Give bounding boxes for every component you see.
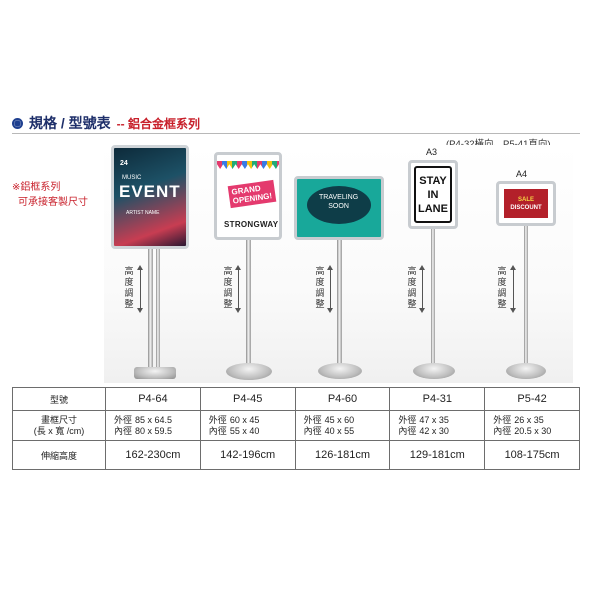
poster-text: 24: [120, 160, 128, 167]
poster-sign: SALE DISCOUNT: [504, 189, 548, 218]
paper-size-label: A3: [426, 147, 438, 157]
model-cell: P5-42: [484, 387, 580, 411]
height-range-cell: 108-175cm: [484, 440, 580, 470]
stand-pole: [431, 229, 435, 369]
poster-text: LANE: [418, 202, 448, 215]
poster-frame-p5-42: SALE DISCOUNT: [496, 181, 556, 226]
header-divider: [12, 133, 580, 134]
model-cell: P4-60: [294, 387, 391, 411]
model-cell: P4-31: [389, 387, 486, 411]
spec-table: 型號 P4-64 P4-45 P4-60 P4-31 P5-42 畫框尺寸 (長…: [12, 387, 580, 470]
height-arrow-icon: [235, 265, 241, 313]
height-range-cell: 126-181cm: [294, 440, 391, 470]
poster-shape: [307, 186, 371, 224]
stand-p5-42: A4 SALE DISCOUNT 高度調整: [482, 145, 573, 383]
height-range-cell: 142-196cm: [199, 440, 296, 470]
row-header-height: 伸縮高度: [12, 440, 106, 470]
height-arrow-icon: [327, 265, 333, 313]
stand-pole: [148, 249, 153, 369]
stand-pole: [524, 226, 528, 369]
stand-p4-64: 24 MUSIC EVENT ARTIST NAME 高度調整: [104, 145, 204, 383]
stand-base: [226, 363, 272, 380]
stand-base: [134, 367, 176, 379]
poster-text: SALE: [517, 196, 534, 203]
height-range-cell: 162-230cm: [105, 440, 201, 470]
poster-text: STRONGWAY: [224, 220, 279, 229]
orientation-note: (P4-32橫向、P5-41直向): [446, 136, 551, 150]
height-adjust-label: 高度調整: [124, 266, 134, 309]
custom-size-note: ※鋁框系列 可承接客製尺寸: [12, 180, 88, 210]
table-row-height: 伸縮高度 162-230cm 142-196cm 126-181cm 129-1…: [12, 440, 580, 470]
stand-pole: [156, 249, 160, 369]
poster-text: STAY: [419, 174, 447, 187]
height-arrow-icon: [137, 265, 143, 313]
table-row-model: 型號 P4-64 P4-45 P4-60 P4-31 P5-42: [12, 387, 580, 411]
poster-text: EVENT: [119, 182, 181, 201]
custom-size-note-line-2: 可承接客製尺寸: [18, 197, 88, 208]
paper-size-label: A4: [516, 169, 528, 179]
bunting-icon: [217, 161, 279, 169]
row-header-model: 型號: [12, 387, 106, 411]
height-adjust-label: 高度調整: [407, 266, 417, 309]
row-header-frame-size: 畫框尺寸 (長 x 寬 /cm): [12, 410, 106, 441]
custom-size-note-line-1: ※鋁框系列: [12, 182, 61, 193]
stand-base: [318, 363, 362, 379]
section-subtitle: -- 鋁合金框系列: [116, 116, 200, 131]
poster-frame-p4-31: STAY IN LANE: [408, 160, 458, 229]
section-header: 規格 / 型號表 -- 鋁合金框系列: [12, 113, 200, 133]
poster-text: DISCOUNT: [510, 204, 542, 211]
poster-frame-p4-64: 24 MUSIC EVENT ARTIST NAME: [111, 145, 189, 249]
height-arrow-icon: [510, 265, 516, 313]
poster-text: ARTIST NAME: [126, 210, 160, 216]
height-range-cell: 129-181cm: [389, 440, 486, 470]
section-title: 規格 / 型號表: [29, 115, 111, 131]
poster-sign: STAY IN LANE: [414, 166, 452, 223]
stand-pole: [337, 240, 342, 368]
height-adjust-label: 高度調整: [315, 266, 325, 309]
model-cell: P4-45: [199, 387, 296, 411]
stand-base: [413, 363, 455, 379]
height-adjust-label: 高度調整: [223, 266, 233, 309]
circle-bullet-icon: [12, 117, 23, 129]
model-cell: P4-64: [105, 387, 201, 411]
stand-pole: [246, 240, 251, 368]
height-adjust-label: 高度調整: [497, 266, 507, 309]
poster-text: IN: [427, 188, 439, 201]
poster-text: MUSIC: [122, 175, 142, 181]
height-arrow-icon: [419, 265, 425, 313]
stand-base: [506, 363, 546, 379]
stand-p4-31: A3 STAY IN LANE 高度調整: [394, 145, 474, 383]
